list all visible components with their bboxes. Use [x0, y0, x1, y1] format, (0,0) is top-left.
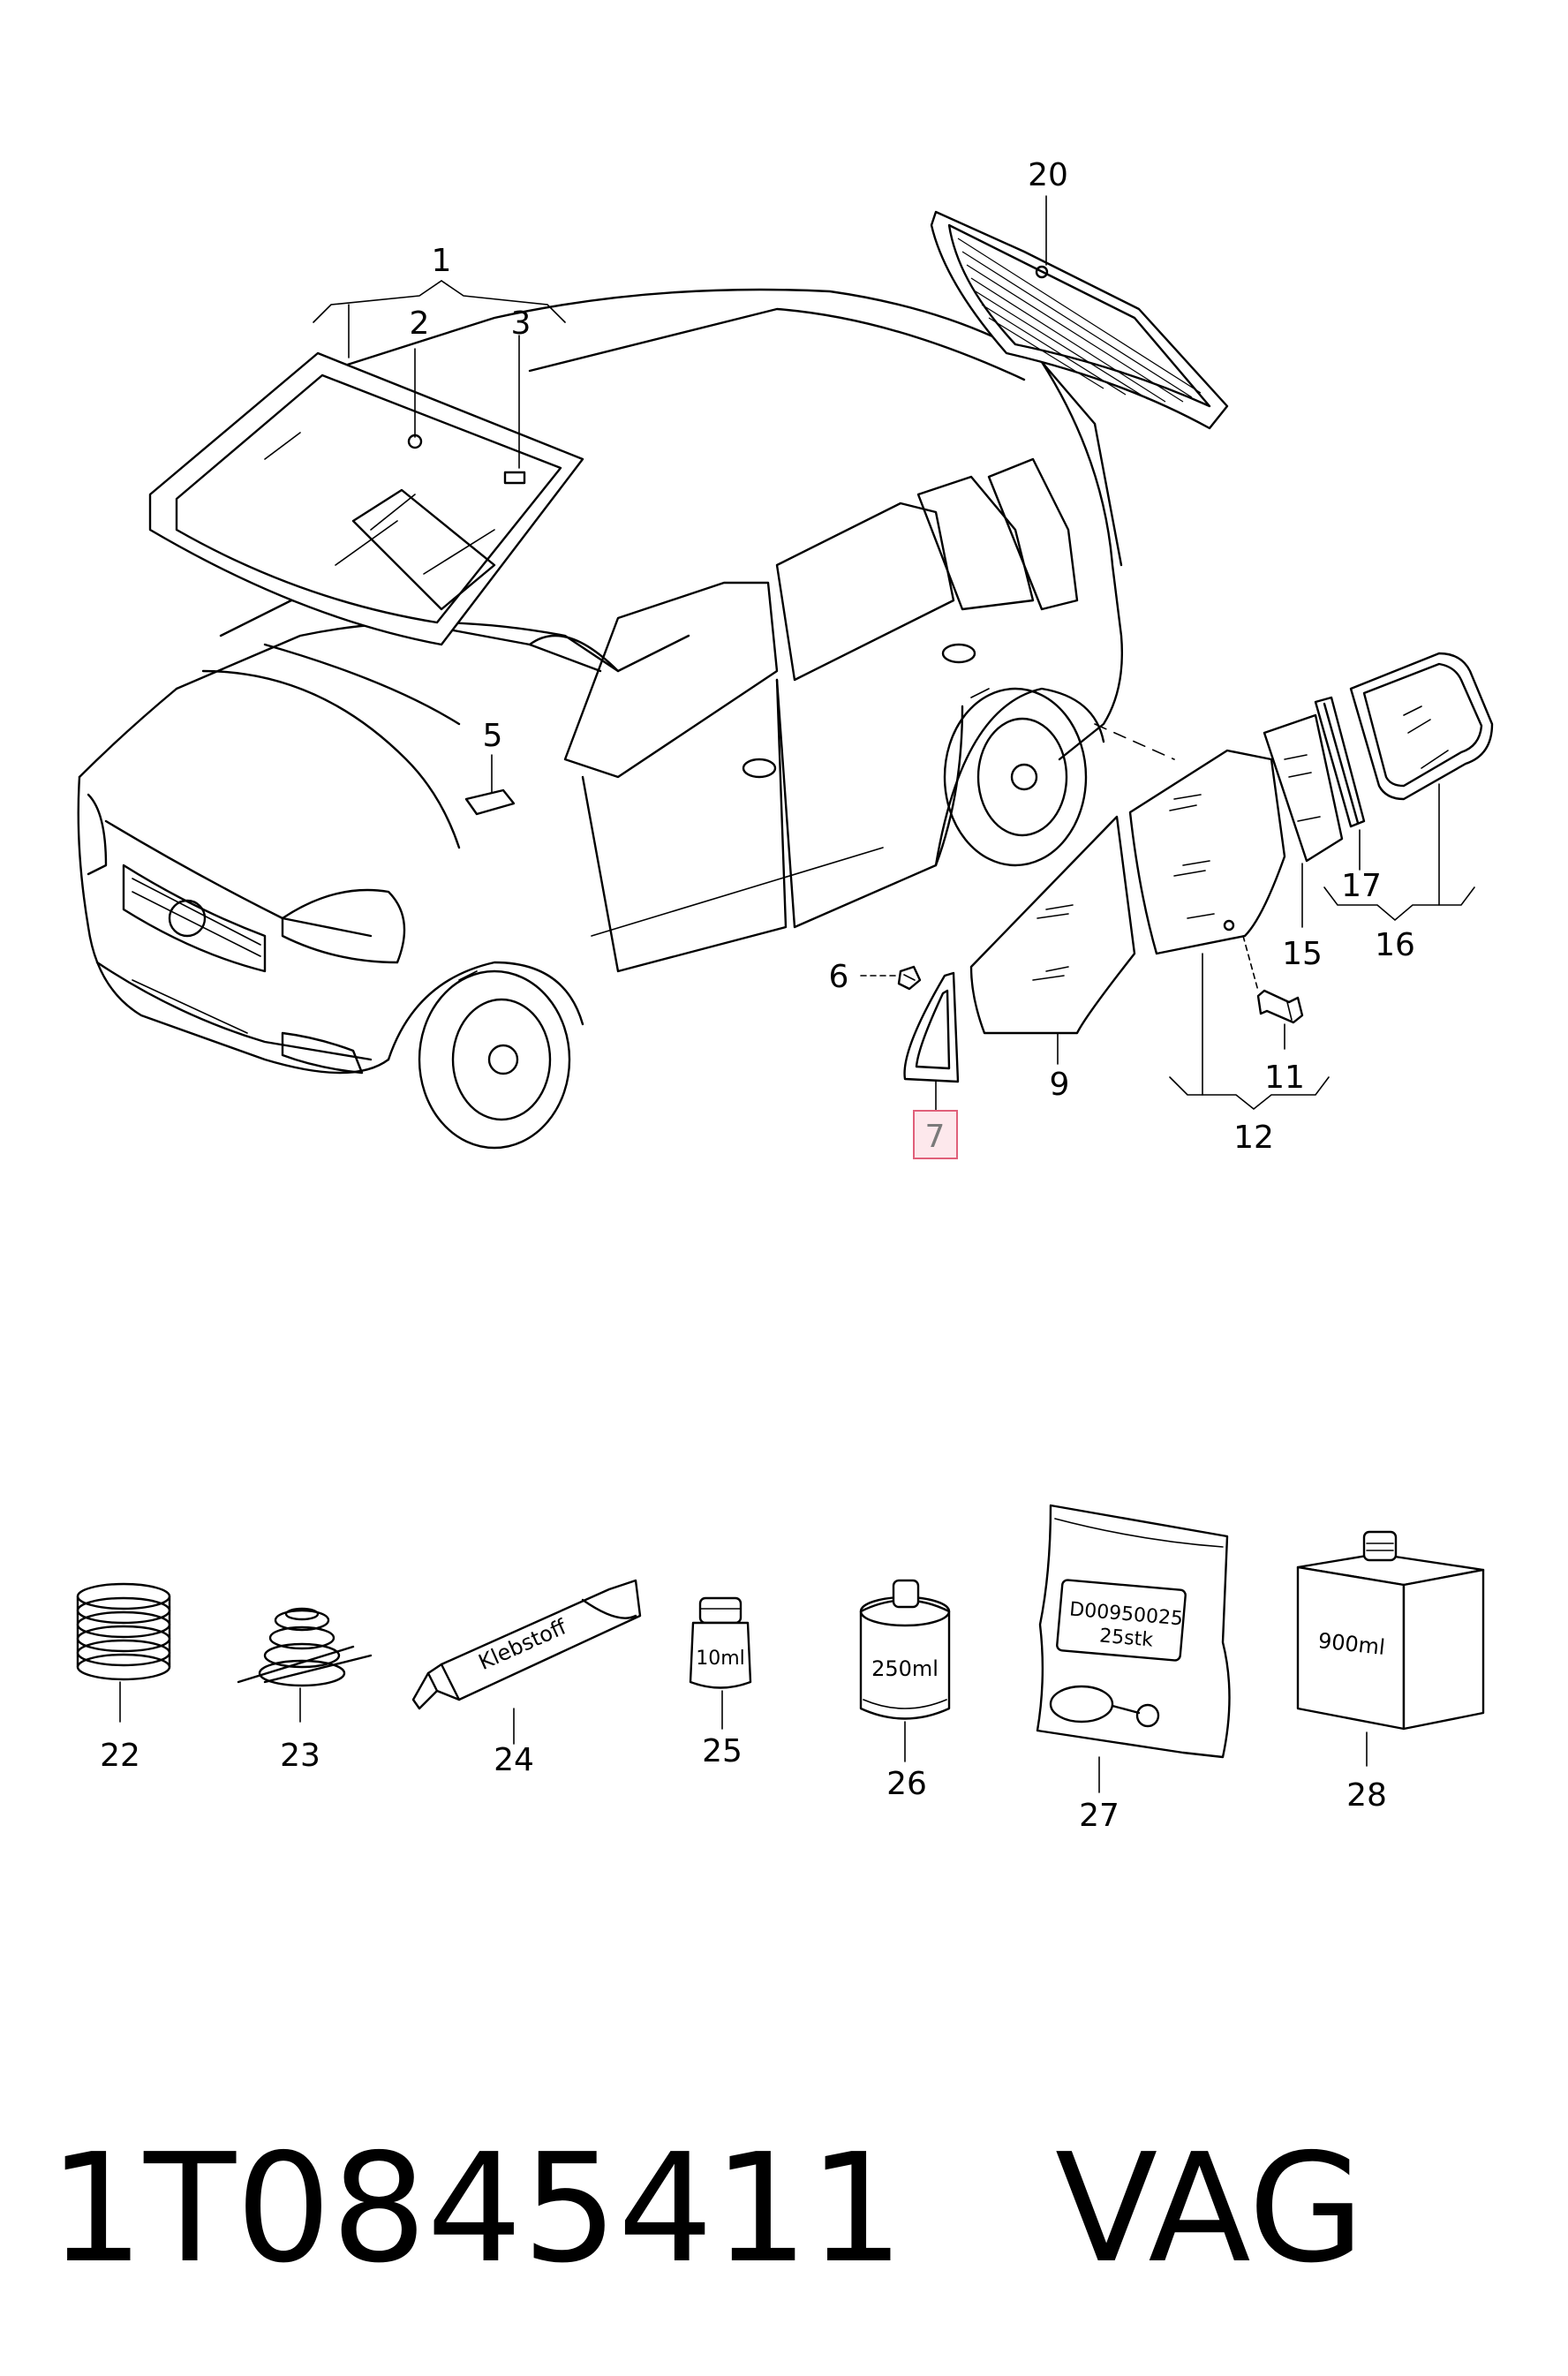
callout-6[interactable]: 6	[829, 959, 849, 995]
fixed-glass-15[interactable]	[1263, 713, 1344, 863]
small-bottle-label: 10ml	[696, 1648, 745, 1670]
callout-9[interactable]: 9	[1050, 1067, 1070, 1103]
callout-11[interactable]: 11	[1264, 1060, 1305, 1096]
callout-2[interactable]: 2	[410, 305, 430, 342]
callout-22[interactable]: 22	[100, 1738, 140, 1774]
side-window-16[interactable]	[1349, 652, 1494, 801]
callout-20[interactable]: 20	[1028, 157, 1068, 193]
cone-coil-23[interactable]	[237, 1607, 373, 1687]
brand-name: VAG	[1055, 2122, 1364, 2297]
callout-27[interactable]: 27	[1079, 1798, 1119, 1834]
primer-box-28[interactable]: 900ml	[1296, 1530, 1485, 1731]
callout-24[interactable]: 24	[494, 1742, 534, 1778]
callout-15[interactable]: 15	[1282, 936, 1323, 972]
part-number: 1T0845411	[49, 2122, 904, 2297]
primer-can-26[interactable]: 250ml	[859, 1579, 951, 1720]
rear-door-glass-12[interactable]	[1128, 749, 1286, 955]
car-illustration	[77, 288, 1175, 1150]
bag-label-line2: 25stk	[1098, 1625, 1154, 1651]
callout-7-highlight	[913, 1110, 958, 1159]
seal-strip-17[interactable]	[1314, 696, 1366, 828]
callout-17[interactable]: 17	[1341, 868, 1382, 904]
callout-26[interactable]: 26	[886, 1766, 927, 1802]
can-label: 250ml	[871, 1656, 939, 1681]
rear-window[interactable]	[930, 210, 1229, 430]
stud-11[interactable]	[1256, 989, 1304, 1024]
callout-5[interactable]: 5	[483, 718, 503, 754]
callout-25[interactable]: 25	[702, 1733, 743, 1769]
front-door-glass-9[interactable]	[969, 815, 1136, 1035]
clip-bag-27[interactable]: D00950025 25stk	[1036, 1504, 1231, 1759]
callout-16[interactable]: 16	[1375, 927, 1415, 963]
bracket-16	[1323, 886, 1475, 922]
callout-23[interactable]: 23	[280, 1738, 320, 1774]
adhesive-tube-24[interactable]: Klebstoff	[411, 1579, 642, 1710]
quarter-glass-7[interactable]	[903, 971, 960, 1083]
clip-6[interactable]	[897, 965, 922, 991]
bracket-12	[1169, 1076, 1330, 1111]
callout-1[interactable]: 1	[432, 243, 452, 279]
callout-28[interactable]: 28	[1346, 1777, 1387, 1814]
bracket-1	[313, 280, 566, 323]
callout-12[interactable]: 12	[1233, 1120, 1274, 1156]
windshield[interactable]	[148, 351, 584, 646]
coil-cord-22[interactable]	[76, 1582, 171, 1681]
nozzle-part[interactable]	[464, 788, 516, 816]
small-bottle-25[interactable]: 10ml	[689, 1596, 752, 1689]
leader-11a	[1242, 935, 1259, 992]
callout-3[interactable]: 3	[511, 305, 531, 342]
callout-7[interactable]: 7	[925, 1119, 946, 1155]
sticker	[503, 471, 526, 485]
